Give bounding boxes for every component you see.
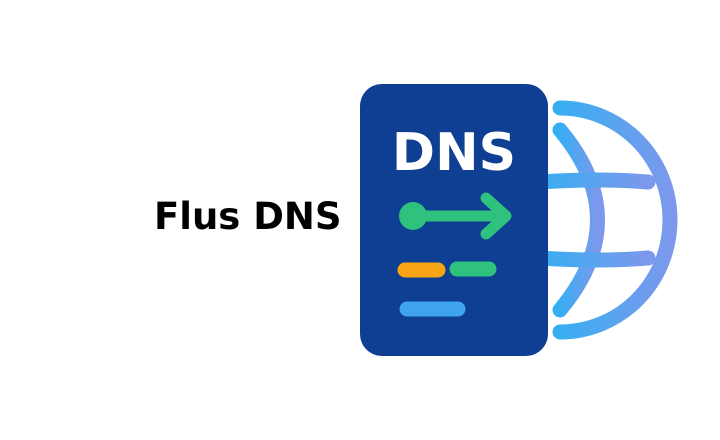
dns-logo-text: DNS: [392, 123, 516, 183]
arrow-icon: [399, 192, 512, 240]
globe-icon: [532, 100, 678, 340]
app-title: Flus DNS: [154, 195, 342, 238]
